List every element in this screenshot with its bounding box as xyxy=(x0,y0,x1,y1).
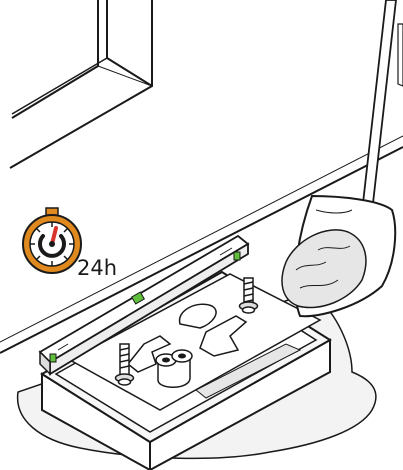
cure-time-label: 24h xyxy=(77,256,118,280)
concrete-on-shovel xyxy=(281,229,367,309)
anchor-bolt-right xyxy=(238,277,259,314)
stopwatch-icon xyxy=(22,207,82,274)
shovel xyxy=(281,0,403,318)
level-bubble-right xyxy=(233,251,241,261)
spirit-level xyxy=(38,234,250,376)
level-bubble xyxy=(130,291,146,305)
level-bubble-left xyxy=(49,353,57,363)
wall-base-line xyxy=(0,135,403,354)
window-frame xyxy=(9,0,153,169)
anchor-bolt-left xyxy=(114,343,135,386)
conduit-fitting xyxy=(155,349,193,388)
